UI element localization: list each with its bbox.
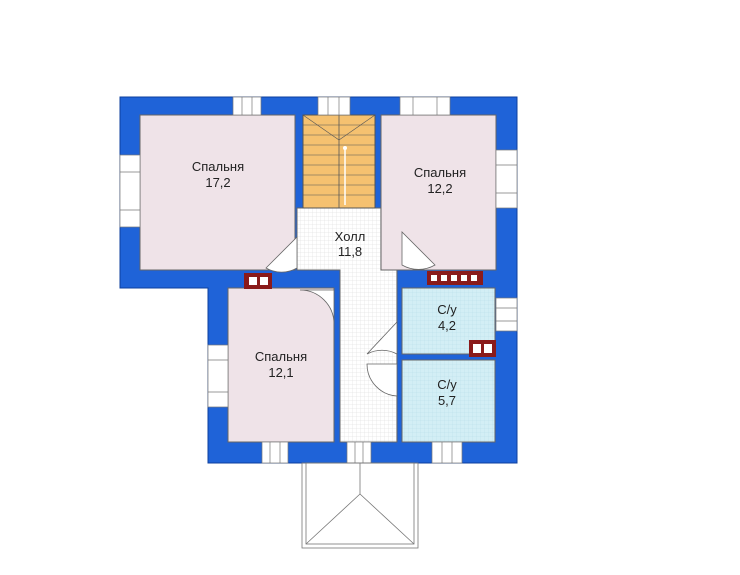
- ventilation-block: [427, 271, 483, 285]
- room-area-bathroom-2: 5,7: [438, 393, 456, 408]
- window: [207, 344, 229, 408]
- window: [495, 149, 518, 209]
- window: [399, 96, 451, 116]
- window: [495, 297, 518, 332]
- room-area-bathroom-1: 4,2: [438, 318, 456, 333]
- room-area-bedroom-3: 12,1: [268, 365, 293, 380]
- room-name-bedroom-2: Спальня: [414, 165, 466, 180]
- room-name-bedroom-1: Спальня: [192, 159, 244, 174]
- window: [431, 441, 463, 464]
- room-area-bedroom-2: 12,2: [427, 181, 452, 196]
- porch-roof: [301, 462, 419, 549]
- window: [232, 96, 262, 116]
- room-area-hall: 11,8: [338, 244, 362, 259]
- room-name-bathroom-1: С/у: [437, 302, 457, 317]
- window: [119, 154, 141, 228]
- room-name-bathroom-2: С/у: [437, 377, 457, 392]
- door-bathroom-1: [366, 320, 398, 355]
- door-bathroom-2: [366, 363, 398, 397]
- staircase: [302, 114, 376, 209]
- door-bedroom-3: [299, 289, 335, 325]
- room-hall: [296, 207, 398, 443]
- room-bedroom-1: [139, 114, 296, 271]
- window: [346, 441, 372, 464]
- window: [317, 96, 351, 116]
- room-name-bedroom-3: Спальня: [255, 349, 307, 364]
- room-bedroom-2: [380, 114, 497, 271]
- chimney: [244, 273, 272, 289]
- room-name-hall: Холл: [335, 229, 366, 244]
- room-area-bedroom-1: 17,2: [205, 175, 230, 190]
- door-bedroom-1: [265, 236, 298, 273]
- door-bedroom-2: [401, 231, 436, 270]
- room-bathroom-2: [401, 359, 496, 443]
- window: [261, 441, 289, 464]
- chimney: [469, 340, 496, 357]
